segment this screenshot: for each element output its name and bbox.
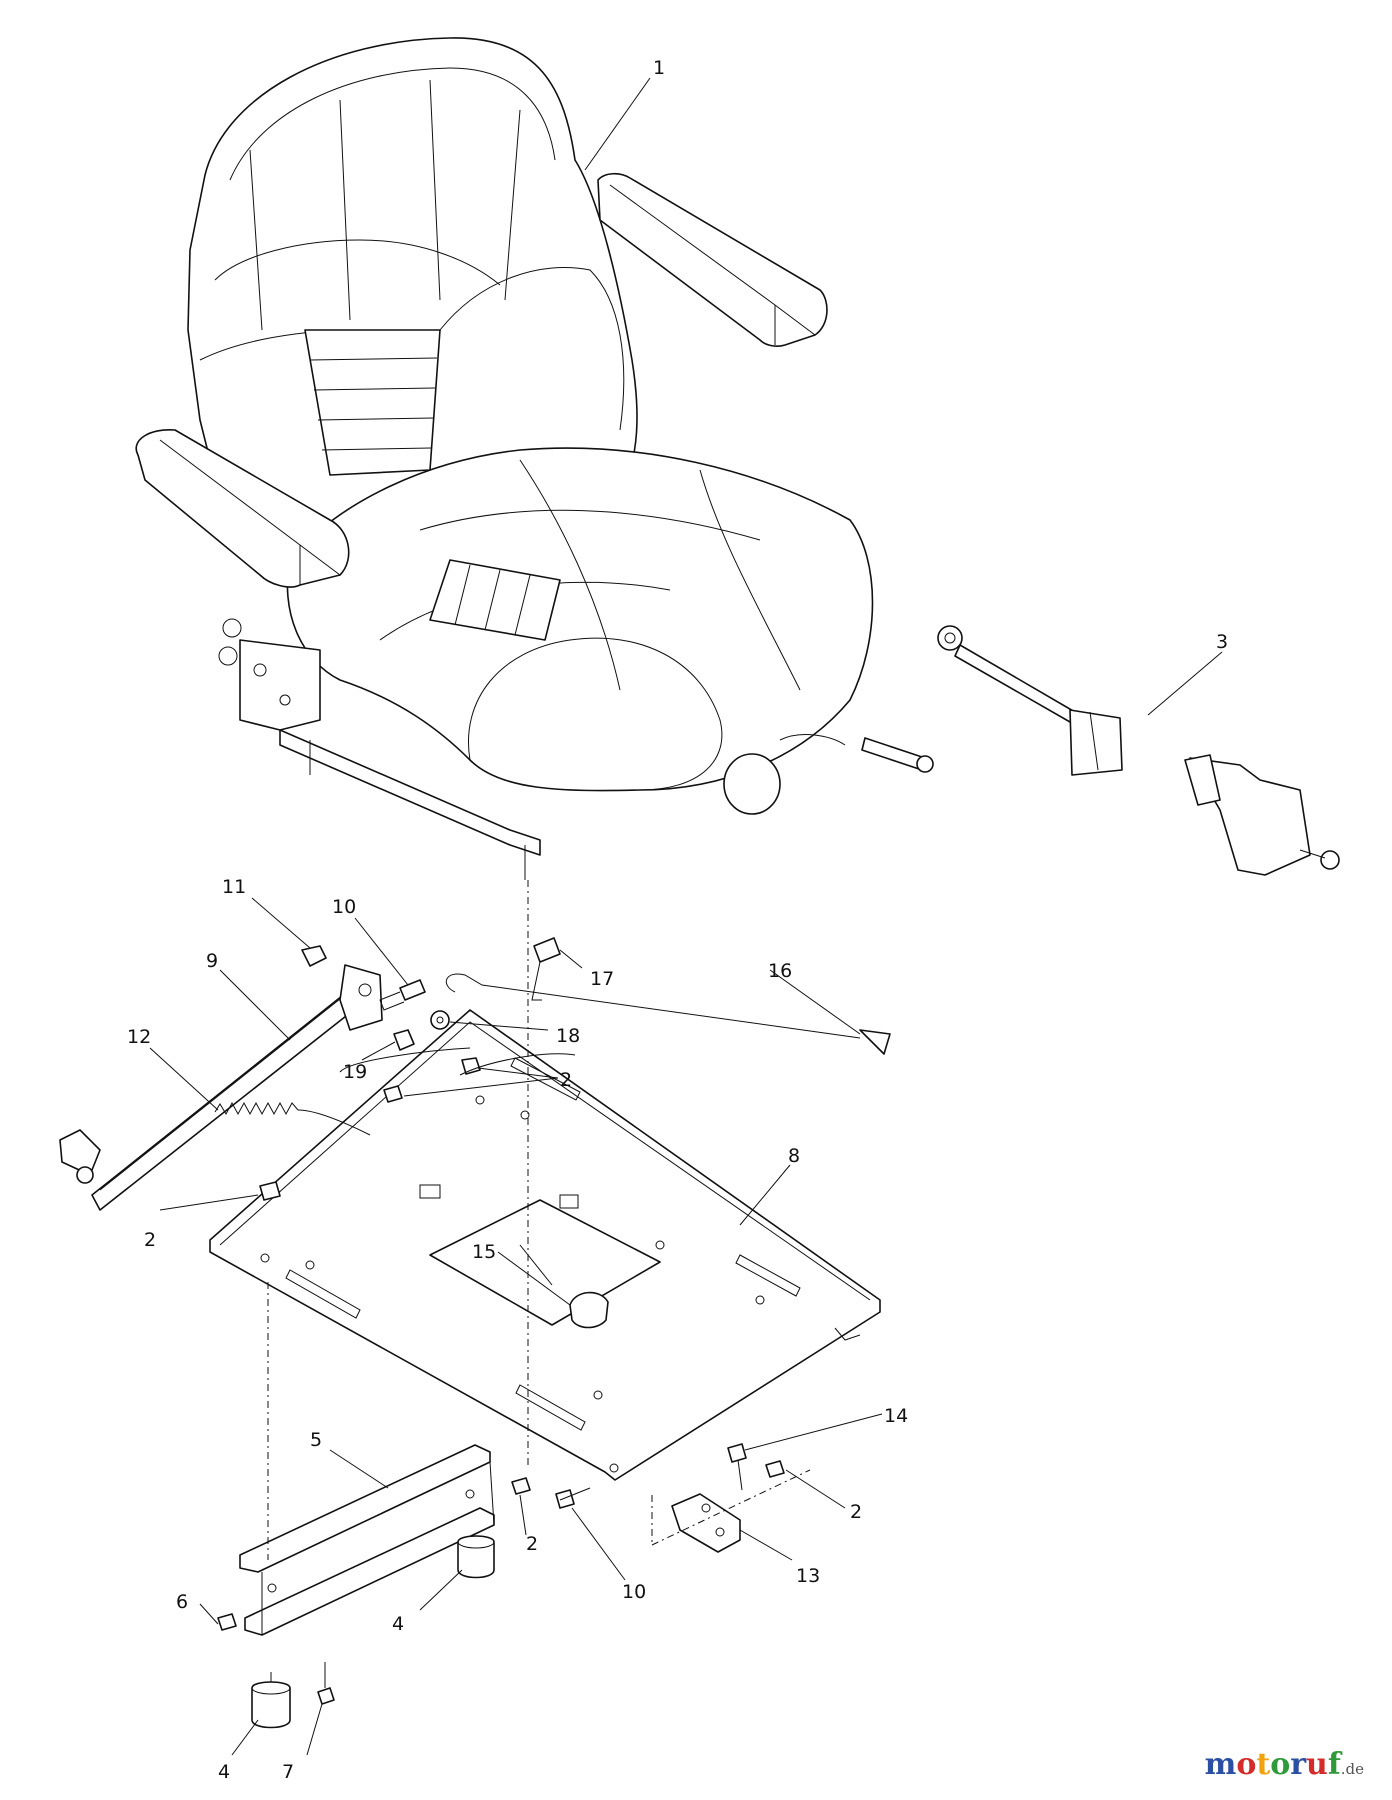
callout-8: 8	[788, 1145, 800, 1167]
callout-2-bottom: 2	[526, 1533, 538, 1555]
callout-6: 6	[176, 1591, 188, 1613]
seat-belt	[937, 625, 1340, 876]
callout-12: 12	[127, 1026, 151, 1048]
callout-3: 3	[1216, 631, 1228, 653]
callout-10-bottom: 10	[622, 1581, 646, 1603]
logo-letter: o	[1236, 1747, 1257, 1782]
logo-letter: r	[1290, 1747, 1307, 1782]
callout-numbers: 1 3 11 10 17 16 9 18 12 19 2 8 2 15 14 5…	[127, 57, 1228, 1783]
callout-15: 15	[472, 1241, 496, 1263]
callout-2-right: 2	[850, 1501, 862, 1523]
logo-letter: o	[1270, 1747, 1291, 1782]
slide-rail	[59, 964, 383, 1211]
callout-18: 18	[556, 1025, 580, 1047]
knob-part	[301, 945, 327, 967]
motoruf-logo: motoruf.de	[1205, 1747, 1364, 1782]
logo-letter: m	[1204, 1747, 1237, 1782]
leader-lines	[149, 77, 1223, 1756]
callout-9: 9	[206, 950, 218, 972]
seat-assembly	[135, 37, 934, 880]
callout-14: 14	[884, 1405, 908, 1427]
callout-4-right: 4	[392, 1613, 404, 1635]
callout-7: 7	[282, 1761, 294, 1783]
callout-2-left: 2	[144, 1229, 156, 1251]
centerlines	[267, 880, 811, 1560]
fasteners	[217, 937, 891, 1729]
callout-11: 11	[222, 876, 246, 898]
callout-1: 1	[653, 57, 665, 79]
callout-19: 19	[343, 1061, 367, 1083]
callout-10-top: 10	[332, 896, 356, 918]
base-plate	[209, 1009, 881, 1481]
callout-16: 16	[768, 960, 792, 982]
callout-17: 17	[590, 968, 614, 990]
logo-letter: f	[1327, 1747, 1341, 1782]
callout-4-left: 4	[218, 1761, 230, 1783]
logo-letter: t	[1256, 1747, 1271, 1782]
logo-letter: u	[1306, 1747, 1328, 1782]
callout-2-top: 2	[560, 1069, 572, 1091]
callout-13: 13	[796, 1565, 820, 1587]
callout-5: 5	[310, 1429, 322, 1451]
logo-suffix: .de	[1340, 1760, 1364, 1778]
